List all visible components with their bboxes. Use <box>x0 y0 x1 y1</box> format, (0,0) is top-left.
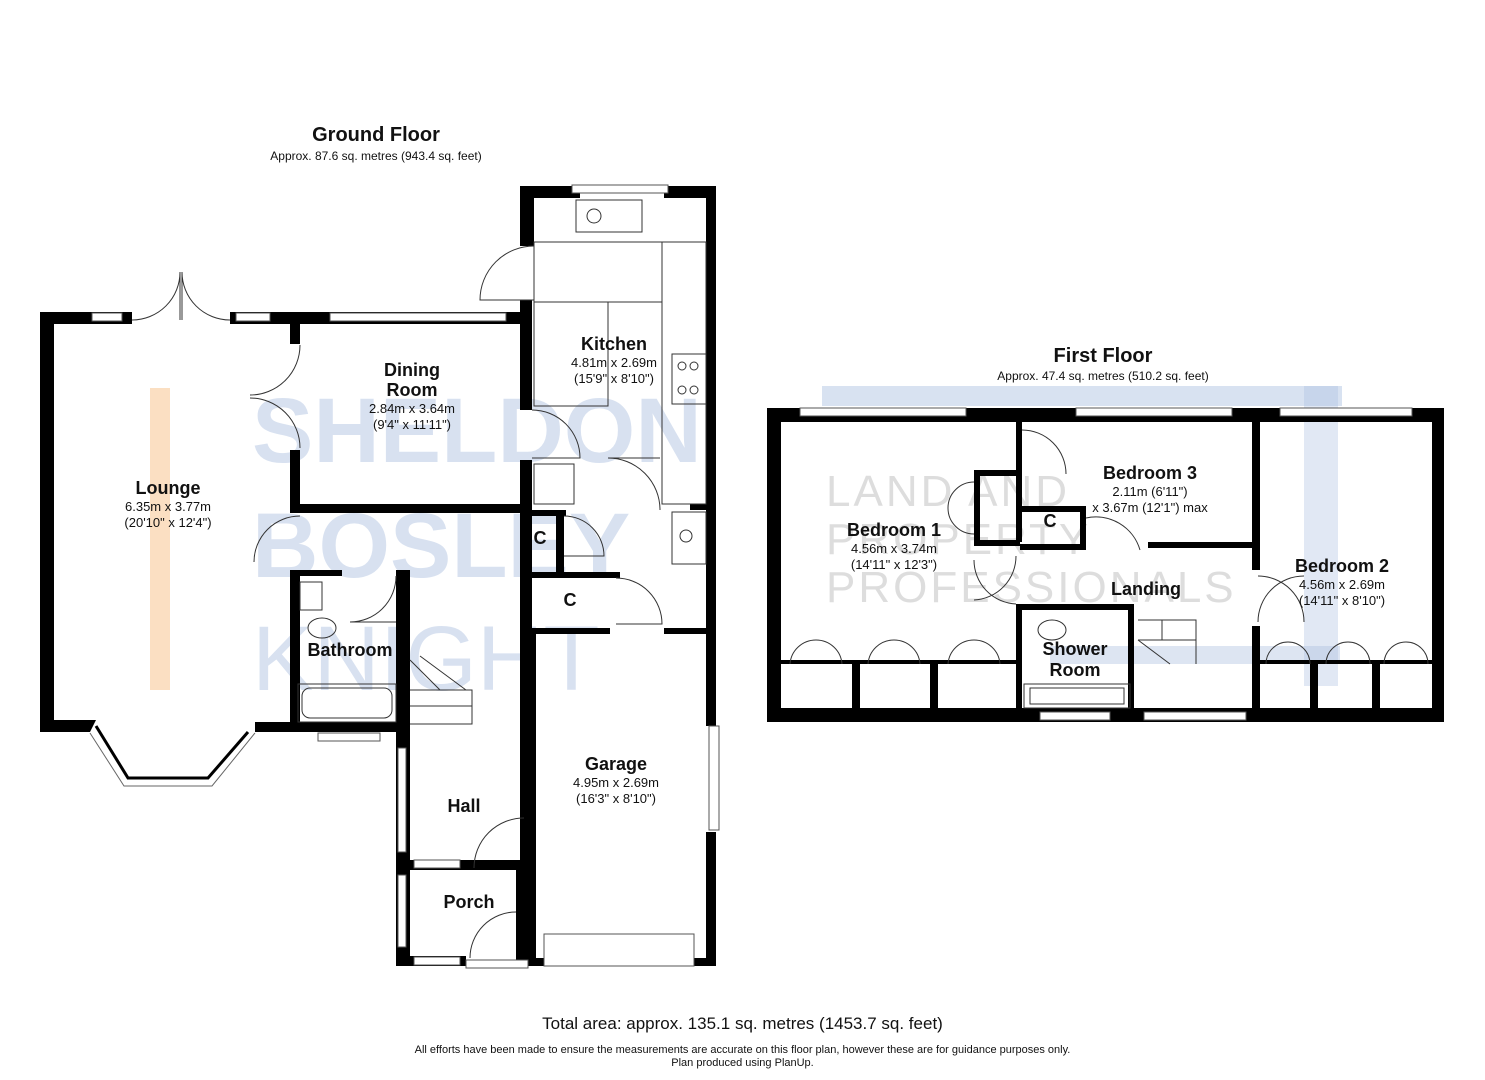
ground-floor-title: Ground Floor <box>312 124 440 146</box>
cupboard-label: C <box>534 528 547 548</box>
first-floor-fixtures <box>1023 619 1197 709</box>
room-name-dining-line-1: Dining <box>384 360 440 380</box>
room-dim-dining-metric: 2.84m x 3.64m <box>369 401 455 416</box>
room-name-porch: Porch <box>443 892 494 912</box>
room-name-shower-line-2: Room <box>1050 660 1101 680</box>
room-name-bathroom: Bathroom <box>308 640 393 660</box>
watermark-blue-bar-bottom <box>1050 646 1340 664</box>
kitchen-sink-icon <box>586 208 602 224</box>
watermark-blue-bar-right <box>1304 386 1338 686</box>
room-name-bedroom-3: Bedroom 3 <box>1103 463 1197 483</box>
disclaimer: All efforts have been made to ensure the… <box>0 1044 1485 1070</box>
room-dim-bedroom-3-metric: 2.11m (6'11") <box>1112 484 1187 499</box>
room-name-bedroom-2: Bedroom 2 <box>1295 556 1389 576</box>
room-dim-dining-imperial: (9'4" x 11'11") <box>373 417 451 432</box>
room-dim-lounge-metric: 6.35m x 3.77m <box>125 499 211 514</box>
cupboard-label: C <box>1044 511 1057 531</box>
hob-ring-icon <box>689 361 699 371</box>
ground-floor-doors <box>131 245 663 959</box>
room-dim-bedroom-1-metric: 4.56m x 3.74m <box>851 541 937 556</box>
first-floor-plan: First Floor Approx. 47.4 sq. metres (510… <box>767 345 1444 722</box>
room-name-shower-line-1: Shower <box>1042 639 1107 659</box>
watermark-orange-bar <box>150 388 170 690</box>
watermark-blue-bar-top <box>822 386 1342 406</box>
staircase <box>409 655 473 725</box>
cupboard-label: C <box>564 590 577 610</box>
room-name-garage: Garage <box>585 754 647 774</box>
watermark-name-line-3: KNIGHT <box>252 608 600 710</box>
hob-ring-icon <box>689 385 699 395</box>
room-dim-bedroom-2-metric: 4.56m x 2.69m <box>1299 577 1385 592</box>
first-floor-title: First Floor <box>1054 345 1153 367</box>
disclaimer-line: Plan produced using PlanUp. <box>671 1057 814 1069</box>
watermark-name-line-1: SHELDON <box>252 380 702 482</box>
first-floor-doors <box>789 429 1429 665</box>
staircase <box>1137 619 1197 665</box>
hob-ring-icon <box>677 361 687 371</box>
room-name-dining-line-2: Room <box>387 380 438 400</box>
room-name-bedroom-1: Bedroom 1 <box>847 520 941 540</box>
first-floor-windows <box>799 407 1413 721</box>
room-dim-kitchen-metric: 4.81m x 2.69m <box>571 355 657 370</box>
total-area: Total area: approx. 135.1 sq. metres (14… <box>542 1014 943 1033</box>
room-name-landing: Landing <box>1111 579 1181 599</box>
room-name-kitchen: Kitchen <box>581 334 647 354</box>
room-name-lounge: Lounge <box>136 478 201 498</box>
watermark-tagline-line-2: PROPERTY <box>826 515 1091 564</box>
ground-floor-area: Approx. 87.6 sq. metres (943.4 sq. feet) <box>270 149 481 163</box>
room-dim-kitchen-imperial: (15'9" x 8'10") <box>574 371 654 386</box>
room-dim-lounge-imperial: (20'10" x 12'4") <box>124 515 211 530</box>
room-dim-bedroom-1-imperial: (14'11" x 12'3") <box>851 557 937 572</box>
ground-floor-windows <box>91 184 720 969</box>
room-dim-garage-metric: 4.95m x 2.69m <box>573 775 659 790</box>
utility-sink-icon <box>679 529 693 543</box>
toilet-icon <box>1037 619 1067 641</box>
disclaimer-line: All efforts have been made to ensure the… <box>414 1044 1071 1056</box>
toilet-icon <box>307 617 337 639</box>
first-floor-area: Approx. 47.4 sq. metres (510.2 sq. feet) <box>997 369 1208 383</box>
room-dim-garage-imperial: (16'3" x 8'10") <box>576 791 656 806</box>
room-dim-bedroom-3-imperial: x 3.67m (12'1") max <box>1092 500 1208 515</box>
watermark-tagline-line-3: PROFESSIONALS <box>826 563 1237 612</box>
ground-floor-fixtures <box>297 199 707 725</box>
room-dim-bedroom-2-imperial: (14'11" x 8'10") <box>1299 593 1385 608</box>
room-name-hall: Hall <box>447 796 480 816</box>
hob-ring-icon <box>677 385 687 395</box>
ground-floor-plan: Ground Floor Approx. 87.6 sq. metres (94… <box>40 124 720 969</box>
